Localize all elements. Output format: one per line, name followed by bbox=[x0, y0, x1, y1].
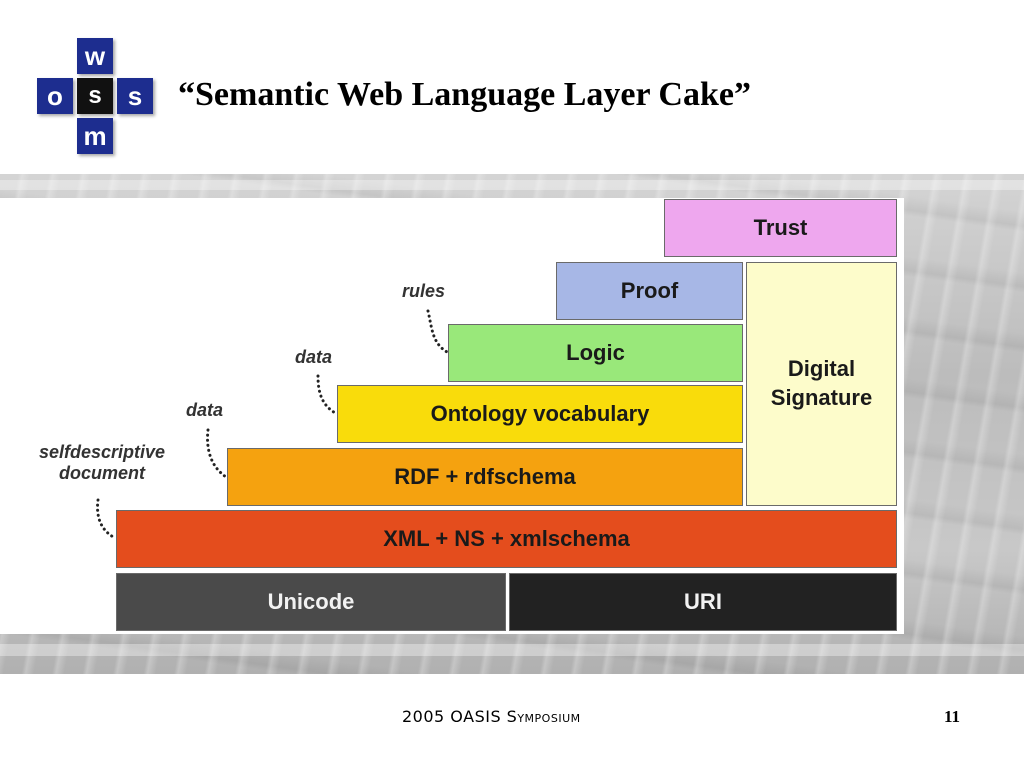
layer-rdf-rdfschema: RDF + rdfschema bbox=[227, 448, 743, 506]
annotation-data-upper: data bbox=[295, 347, 333, 367]
layer-proof: Proof bbox=[556, 262, 743, 320]
logo-letter-left: o bbox=[37, 78, 73, 114]
oasis-logo: w o s s m bbox=[37, 38, 153, 154]
layer-ontology-vocabulary: Ontology vocabulary bbox=[337, 385, 743, 443]
page-title: “Semantic Web Language Layer Cake” bbox=[178, 76, 751, 113]
layer-unicode: Unicode bbox=[116, 573, 506, 631]
logo-letter-right: s bbox=[117, 78, 153, 114]
logo-letter-bottom: m bbox=[77, 118, 113, 154]
logo-letter-top: w bbox=[77, 38, 113, 74]
connector-data-upper bbox=[316, 374, 339, 416]
slide-number: 11 bbox=[944, 707, 961, 726]
logo-letter-center: s bbox=[77, 78, 113, 114]
connector-data-lower bbox=[206, 428, 228, 479]
layer-digital-signature: Digital Signature bbox=[746, 262, 897, 506]
layer-xml-ns-xmlschema: XML + NS + xmlschema bbox=[116, 510, 897, 568]
footer-event-name: 2005 OASIS Symposium bbox=[402, 707, 581, 726]
annotation-selfdescriptive-document: selfdescriptive document bbox=[38, 442, 166, 483]
layer-trust: Trust bbox=[664, 199, 897, 257]
layer-uri: URI bbox=[509, 573, 897, 631]
annotation-rules: rules bbox=[402, 281, 446, 301]
connector-rules bbox=[426, 309, 449, 354]
layer-cake-diagram: Trust Proof Digital Signature Logic Onto… bbox=[0, 198, 904, 634]
annotation-data-lower: data bbox=[186, 400, 224, 420]
layer-logic: Logic bbox=[448, 324, 743, 382]
connector-selfdescriptive bbox=[96, 498, 117, 540]
